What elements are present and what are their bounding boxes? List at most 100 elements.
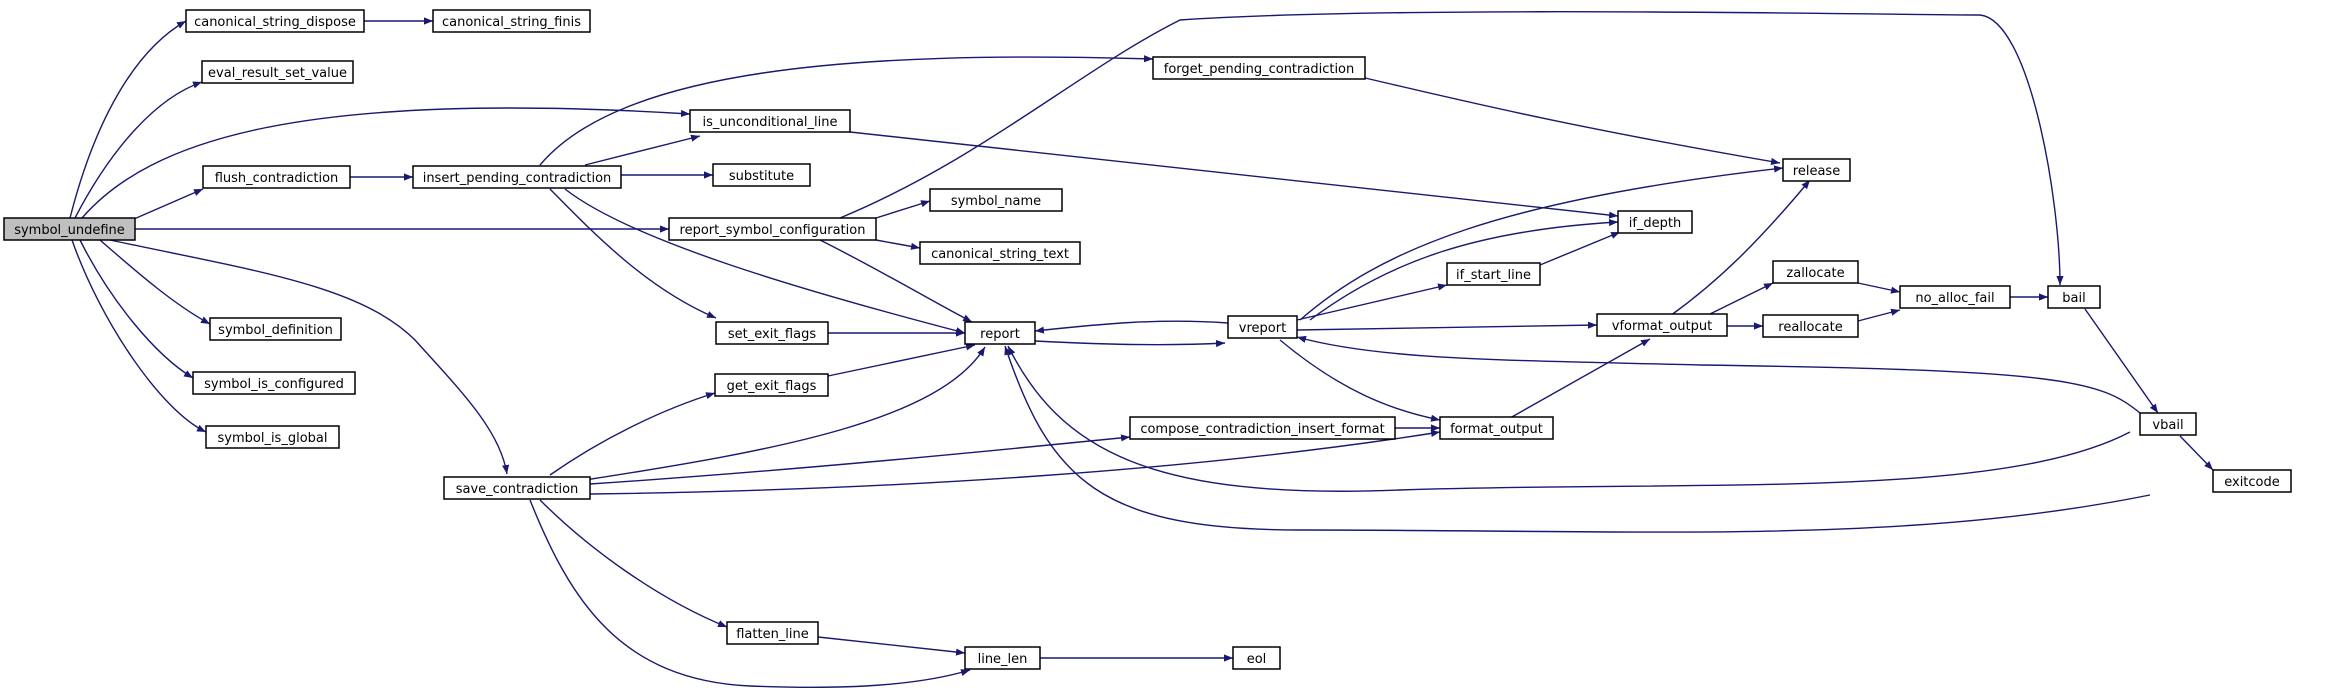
node-label: symbol_name bbox=[951, 194, 1041, 209]
node-insert_pending_contradiction[interactable]: insert_pending_contradiction bbox=[412, 165, 622, 189]
node-box bbox=[412, 165, 622, 189]
node-set_exit_flags[interactable]: set_exit_flags bbox=[715, 321, 829, 345]
node-report[interactable]: report bbox=[964, 321, 1036, 345]
node-symbol_undefine[interactable]: symbol_undefine bbox=[3, 217, 136, 241]
edge-report_symbol_configuration-symbol_name bbox=[875, 200, 931, 219]
edge-report-vreport bbox=[1034, 339, 1226, 348]
edge-vreport-if_depth bbox=[1309, 218, 1619, 321]
node-label: if_start_line bbox=[1456, 268, 1531, 283]
edge-insert_pending_contradiction-is_unconditional_line bbox=[584, 134, 701, 166]
edge-vreport-vformat_output bbox=[1296, 321, 1598, 331]
edge-symbol_undefine-symbol_is_global bbox=[71, 239, 207, 433]
node-box bbox=[443, 476, 591, 500]
edge-vreport-if_start_line bbox=[1296, 283, 1448, 321]
node-label: zallocate bbox=[1786, 266, 1844, 281]
node-is_unconditional_line[interactable]: is_unconditional_line bbox=[689, 109, 851, 133]
node-if_depth[interactable]: if_depth bbox=[1617, 210, 1693, 234]
node-box bbox=[1899, 285, 2011, 309]
node-label: format_output bbox=[1450, 422, 1543, 437]
node-compose_contradiction_insert_format[interactable]: compose_contradiction_insert_format bbox=[1129, 416, 1396, 440]
edge-save_contradiction-line_len bbox=[529, 499, 971, 689]
node-box bbox=[964, 646, 1041, 670]
node-eol[interactable]: eol bbox=[1232, 646, 1281, 670]
node-zallocate[interactable]: zallocate bbox=[1772, 260, 1859, 284]
node-box bbox=[192, 371, 356, 395]
node-label: canonical_string_text bbox=[931, 247, 1069, 262]
edge-symbol_undefine-symbol_is_configured bbox=[79, 239, 194, 379]
node-label: canonical_string_dispose bbox=[194, 15, 356, 30]
node-box bbox=[1772, 260, 1859, 284]
node-substitute[interactable]: substitute bbox=[712, 163, 811, 187]
node-flush_contradiction[interactable]: flush_contradiction bbox=[202, 165, 351, 189]
node-label: line_len bbox=[978, 652, 1028, 667]
node-symbol_is_global[interactable]: symbol_is_global bbox=[205, 425, 340, 449]
node-box bbox=[185, 9, 365, 33]
node-box bbox=[1617, 210, 1693, 234]
edge-vreport-report bbox=[1034, 320, 1229, 334]
node-box bbox=[2139, 412, 2197, 436]
node-get_exit_flags[interactable]: get_exit_flags bbox=[714, 373, 829, 397]
node-flatten_line[interactable]: flatten_line bbox=[726, 621, 819, 645]
edge-vformat_output-zallocate bbox=[1709, 282, 1774, 315]
node-box bbox=[668, 217, 877, 241]
edge-symbol_undefine-is_unconditional_line bbox=[81, 107, 691, 219]
node-exitcode[interactable]: exitcode bbox=[2212, 469, 2292, 493]
edge-exitcode-report bbox=[1004, 345, 2151, 533]
edge-save_contradiction-flatten_line bbox=[539, 499, 728, 628]
edge-insert_pending_contradiction-forget_pending_contradiction bbox=[539, 55, 1154, 166]
node-canonical_string_dispose[interactable]: canonical_string_dispose bbox=[185, 9, 365, 33]
node-save_contradiction[interactable]: save_contradiction bbox=[443, 476, 591, 500]
edge-symbol_undefine-canonical_string_dispose bbox=[69, 20, 187, 219]
node-symbol_name[interactable]: symbol_name bbox=[929, 188, 1063, 212]
node-label: substitute bbox=[729, 169, 794, 184]
node-box bbox=[964, 321, 1036, 345]
node-report_symbol_configuration[interactable]: report_symbol_configuration bbox=[668, 217, 877, 241]
node-label: set_exit_flags bbox=[728, 327, 816, 342]
node-box bbox=[689, 109, 851, 133]
node-eval_result_set_value[interactable]: eval_result_set_value bbox=[201, 60, 354, 84]
node-box bbox=[929, 188, 1063, 212]
node-box bbox=[1439, 416, 1554, 440]
edge-report_symbol_configuration-canonical_string_text bbox=[875, 239, 921, 250]
node-line_len[interactable]: line_len bbox=[964, 646, 1041, 670]
node-box bbox=[1227, 315, 1298, 339]
node-label: symbol_is_configured bbox=[204, 377, 344, 392]
node-canonical_string_finis[interactable]: canonical_string_finis bbox=[432, 9, 591, 33]
node-forget_pending_contradiction[interactable]: forget_pending_contradiction bbox=[1152, 56, 1366, 80]
node-vformat_output[interactable]: vformat_output bbox=[1596, 313, 1728, 337]
node-label: flush_contradiction bbox=[215, 171, 339, 186]
node-box bbox=[2047, 285, 2101, 309]
edge-format_output-vformat_output bbox=[1509, 338, 1651, 419]
node-vbail[interactable]: vbail bbox=[2139, 412, 2197, 436]
node-bail[interactable]: bail bbox=[2047, 285, 2101, 309]
node-box bbox=[1446, 262, 1541, 286]
edge-flatten_line-line_len bbox=[817, 636, 966, 656]
node-format_output[interactable]: format_output bbox=[1439, 416, 1554, 440]
edge-vbail-report bbox=[1007, 345, 2131, 492]
node-no_alloc_fail[interactable]: no_alloc_fail bbox=[1899, 285, 2011, 309]
node-box bbox=[712, 163, 811, 187]
node-label: eval_result_set_value bbox=[208, 66, 347, 81]
node-label: no_alloc_fail bbox=[1915, 291, 1994, 306]
node-box bbox=[714, 373, 829, 397]
edge-report_symbol_configuration-bail bbox=[839, 11, 2064, 286]
node-symbol_definition[interactable]: symbol_definition bbox=[209, 317, 342, 341]
node-symbol_is_configured[interactable]: symbol_is_configured bbox=[192, 371, 356, 395]
node-if_start_line[interactable]: if_start_line bbox=[1446, 262, 1541, 286]
edge-report_symbol_configuration-report bbox=[819, 239, 973, 323]
node-vreport[interactable]: vreport bbox=[1227, 315, 1298, 339]
node-box bbox=[726, 621, 819, 645]
node-label: symbol_definition bbox=[218, 323, 333, 338]
edge-symbol_undefine-symbol_definition bbox=[99, 239, 211, 325]
node-reallocate[interactable]: reallocate bbox=[1762, 314, 1859, 338]
node-canonical_string_text[interactable]: canonical_string_text bbox=[919, 241, 1081, 265]
node-label: report_symbol_configuration bbox=[680, 223, 866, 238]
edge-vformat_output-release bbox=[1669, 179, 1811, 317]
node-release[interactable]: release bbox=[1782, 158, 1851, 182]
node-label: exitcode bbox=[2224, 475, 2280, 490]
node-box bbox=[2212, 469, 2292, 493]
node-label: vbail bbox=[2152, 418, 2183, 433]
edge-forget_pending_contradiction-release bbox=[1364, 77, 1781, 166]
node-label: reallocate bbox=[1778, 320, 1842, 335]
